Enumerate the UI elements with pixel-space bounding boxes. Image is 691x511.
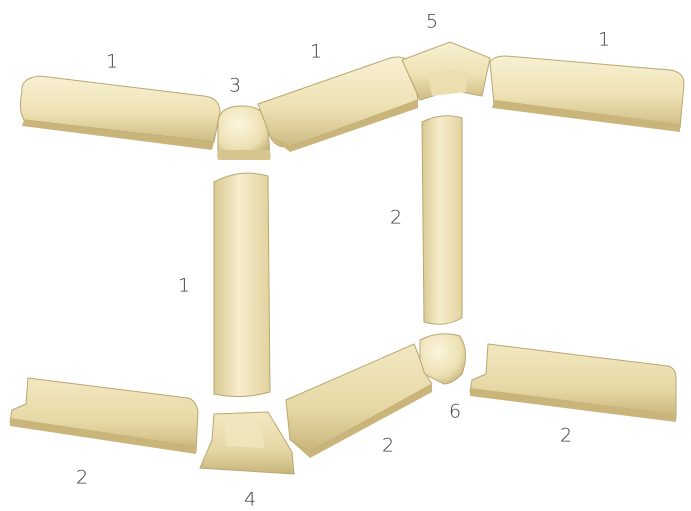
tile-vertical-left	[214, 173, 270, 396]
label-piece-top-mid: 1	[310, 43, 322, 62]
tile-base-mid	[286, 344, 432, 458]
tile-base-left	[10, 378, 198, 454]
tile-piece-top-mid	[258, 57, 418, 152]
label-piece-top-left: 1	[106, 53, 118, 72]
tile-corner-4	[200, 412, 294, 474]
tile-piece-top-left	[20, 76, 220, 150]
label-vertical-left: 1	[178, 277, 190, 296]
tile-vertical-right	[422, 116, 462, 325]
label-corner-5: 5	[426, 13, 438, 32]
label-piece-top-right: 1	[598, 31, 610, 50]
tile-piece-top-right	[490, 56, 684, 132]
label-corner-4: 4	[244, 491, 256, 510]
label-corner-3: 3	[229, 77, 241, 96]
label-corner-6: 6	[449, 403, 461, 422]
tile-base-right	[470, 344, 676, 422]
label-vertical-right: 2	[390, 209, 402, 228]
label-base-mid: 2	[382, 437, 394, 456]
label-base-right: 2	[560, 427, 572, 446]
label-base-left: 2	[76, 469, 88, 488]
